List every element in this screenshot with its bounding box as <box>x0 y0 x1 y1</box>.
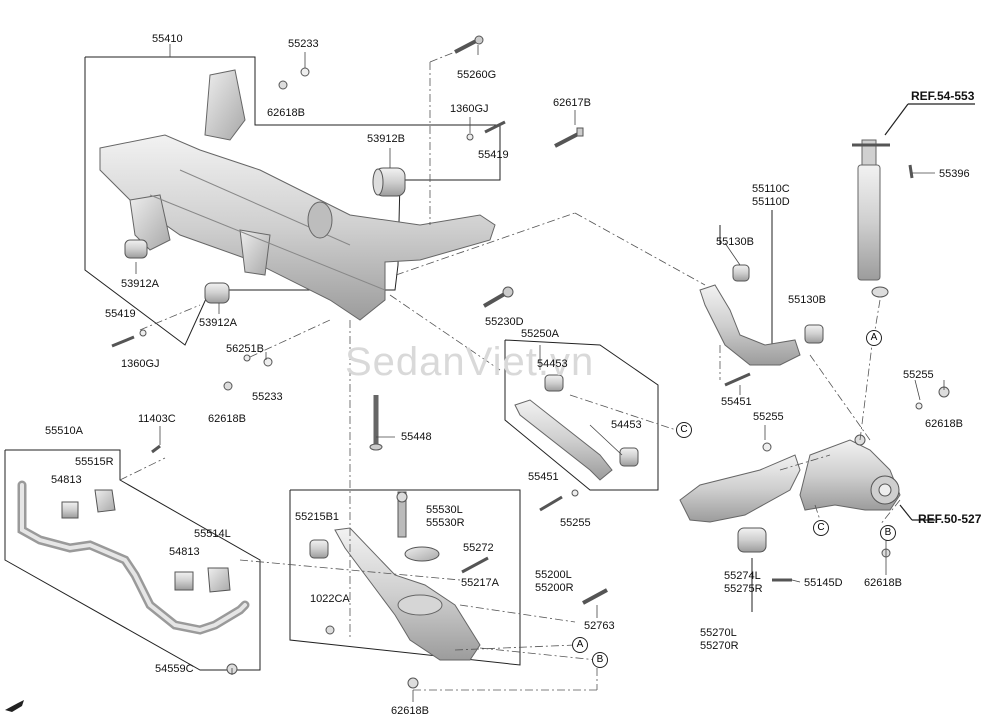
label-1360GJ-left: 1360GJ <box>121 358 160 370</box>
label-55255-mid: 55255 <box>560 517 591 529</box>
upper-arm-55110 <box>699 264 824 387</box>
label-55510A: 55510A <box>45 425 83 437</box>
bushing-53912B <box>372 167 406 197</box>
bolt-55230D <box>482 286 514 308</box>
label-1360GJ-top: 1360GJ <box>450 103 489 115</box>
lateral-link-outline <box>504 339 659 491</box>
bolt-62617B <box>554 127 584 148</box>
bolt-55260G <box>454 35 484 54</box>
label-54813-bottom: 54813 <box>169 546 200 558</box>
callout-c-link: C <box>676 422 692 438</box>
label-62618B-right: 62618B <box>925 418 963 430</box>
label-55451-right: 55451 <box>721 396 752 408</box>
label-55255-center: 55255 <box>753 411 784 423</box>
stabilizer-group-outline <box>4 449 261 671</box>
label-62618B-knuckle: 62618B <box>864 577 902 589</box>
label-55217A: 55217A <box>461 577 499 589</box>
label-55255-right: 55255 <box>903 369 934 381</box>
label-55200R: 55200R <box>535 582 574 594</box>
label-62618B-top: 62618B <box>267 107 305 119</box>
label-55514L: 55514L <box>194 528 231 540</box>
callout-a-lower: A <box>572 637 588 653</box>
label-55448: 55448 <box>401 431 432 443</box>
label-53912B: 53912B <box>367 133 405 145</box>
bolt-55448 <box>369 395 383 451</box>
callout-a-shock: A <box>866 330 882 346</box>
label-54559C: 54559C <box>155 663 194 675</box>
label-55396: 55396 <box>939 168 970 180</box>
label-55200L: 55200L <box>535 569 572 581</box>
label-55215B1: 55215B1 <box>295 511 340 523</box>
lower-arm-55200 <box>309 491 608 689</box>
stabilizer-bar-55510A <box>17 444 250 675</box>
label-55270L: 55270L <box>700 627 737 639</box>
leader-lines <box>135 44 945 702</box>
label-55272: 55272 <box>463 542 494 554</box>
label-55274L: 55274L <box>724 570 761 582</box>
label-55275R: 55275R <box>724 583 763 595</box>
bushing-53912A-right <box>204 282 230 304</box>
label-55530R: 55530R <box>426 517 465 529</box>
label-55230D: 55230D <box>485 316 524 328</box>
dashdot-lines <box>119 51 901 691</box>
label-55515R: 55515R <box>75 456 114 468</box>
label-55419-top: 55419 <box>478 149 509 161</box>
label-56251B: 56251B <box>226 343 264 355</box>
lateral-link-54453 <box>514 374 639 481</box>
label-55110D: 55110D <box>752 196 790 208</box>
lower-arm-outline <box>289 489 521 666</box>
callout-c-knuckle: C <box>813 520 829 536</box>
label-55419-left: 55419 <box>105 308 136 320</box>
corner-arrow-icon <box>5 700 24 712</box>
label-55530L: 55530L <box>426 504 463 516</box>
callout-b-knuckle: B <box>880 525 896 541</box>
shock-absorber <box>852 139 914 298</box>
callout-b-lower: B <box>592 652 608 668</box>
bushing-53912A-left <box>124 239 148 259</box>
ref-50-527[interactable]: REF.50-527 <box>918 512 982 526</box>
crossmember-subframe <box>99 69 496 321</box>
label-55260G: 55260G <box>457 69 497 81</box>
label-62618B-bottom: 62618B <box>391 705 429 717</box>
ref-arrows <box>884 103 975 521</box>
label-55130B-left: 55130B <box>716 236 754 248</box>
label-55233-left: 55233 <box>252 391 283 403</box>
label-11403C: 11403C <box>138 413 176 425</box>
label-55270R: 55270R <box>700 640 739 652</box>
watermark: SedanViet.vn <box>345 340 595 384</box>
label-53912A-right: 53912A <box>199 317 237 329</box>
label-55130B-right: 55130B <box>788 294 826 306</box>
label-1022CA: 1022CA <box>310 593 350 605</box>
bolt-55419-top <box>484 120 506 134</box>
bolt-55419-left <box>111 335 135 348</box>
label-55250A: 55250A <box>521 328 559 340</box>
knuckle <box>799 434 901 558</box>
label-52763: 52763 <box>584 620 615 632</box>
label-55110C: 55110C <box>752 183 790 195</box>
label-55410: 55410 <box>152 33 183 45</box>
label-55145D: 55145D <box>804 577 843 589</box>
bolt-55451-left <box>539 489 579 512</box>
label-62618B-left: 62618B <box>208 413 246 425</box>
label-53912A-left: 53912A <box>121 278 159 290</box>
label-55451-left: 55451 <box>528 471 559 483</box>
washers-right <box>762 386 950 452</box>
label-54453-right: 54453 <box>611 419 642 431</box>
label-54453-top: 54453 <box>537 358 568 370</box>
label-62617B: 62617B <box>553 97 591 109</box>
label-54813-top: 54813 <box>51 474 82 486</box>
trailing-arm-55270 <box>679 454 801 582</box>
label-55233-top: 55233 <box>288 38 319 50</box>
ref-54-553[interactable]: REF.54-553 <box>911 89 975 103</box>
